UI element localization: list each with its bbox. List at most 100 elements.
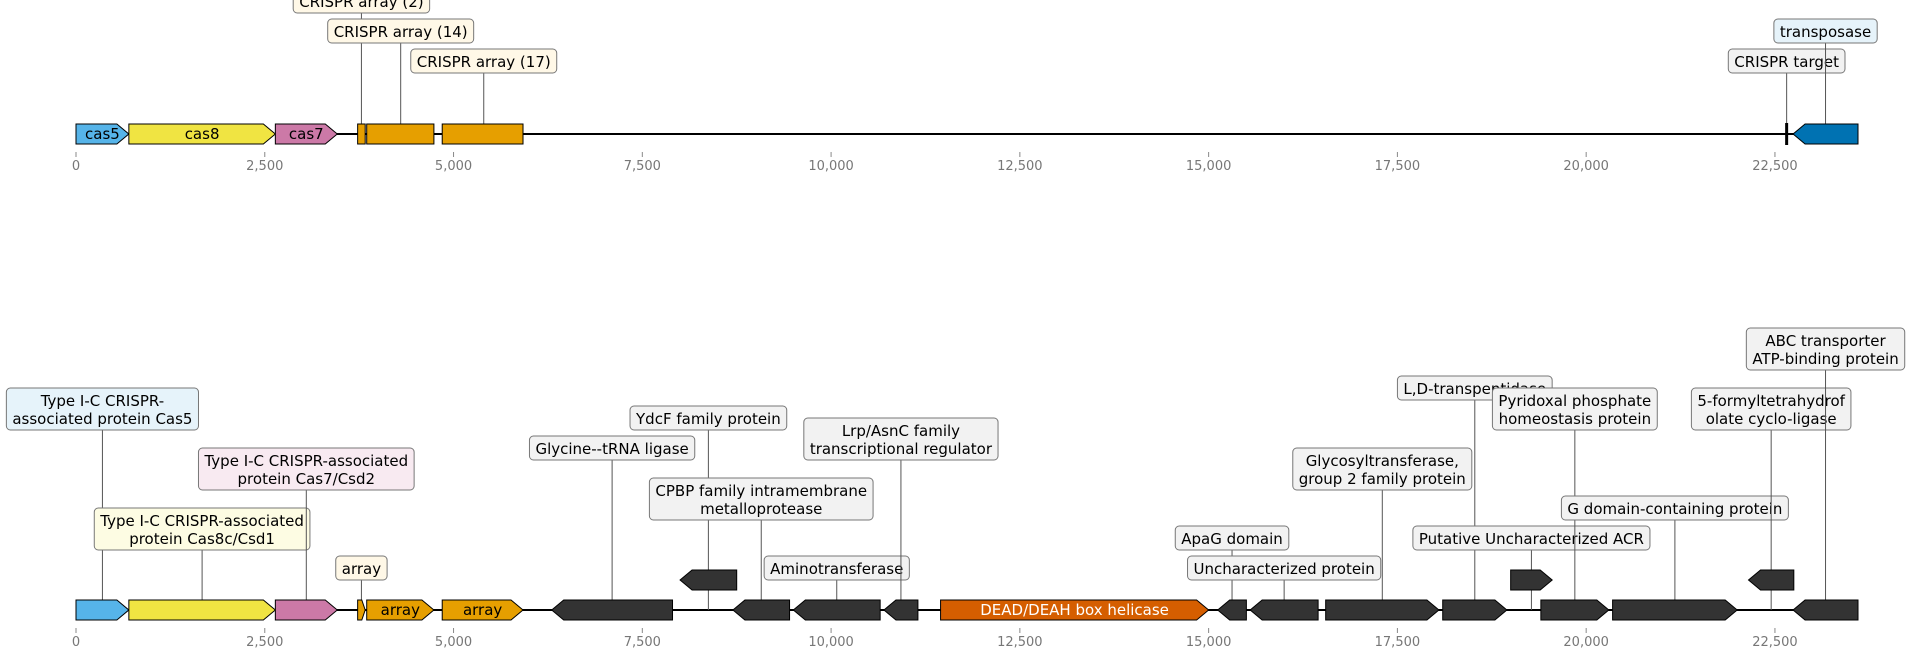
gene-arrow xyxy=(1442,599,1508,621)
label-box xyxy=(1690,387,1852,431)
label-text: YdcF family protein xyxy=(635,410,781,428)
label-box xyxy=(803,417,999,461)
gene-arrow xyxy=(1510,569,1553,591)
gene-abc-transporter xyxy=(1792,599,1859,621)
label-text: CRISPR array (14) xyxy=(334,23,468,41)
gene-cas5: cas5 xyxy=(75,123,130,145)
gene-arrow xyxy=(940,599,1210,621)
axis-tick-label: 17,500 xyxy=(1375,635,1421,650)
label-box xyxy=(1174,525,1290,551)
axis-tick-label: 15,000 xyxy=(1186,159,1232,174)
label-text: transposase xyxy=(1780,23,1871,41)
gene-annotation-label: YdcF family protein xyxy=(629,405,788,610)
label-text: Pyridoxal phosphate xyxy=(1498,392,1651,410)
label-text: metalloprotease xyxy=(700,500,822,518)
axis-tick-label: 2,500 xyxy=(246,635,283,650)
gene-annotation-label: Type I-C CRISPR-associated protein Cas5 xyxy=(5,387,199,610)
gene-arrow xyxy=(1792,123,1859,145)
gene-arrow xyxy=(1249,599,1319,621)
gene-arrow xyxy=(1325,599,1440,621)
gene-label: array xyxy=(381,601,420,619)
gene-label: cas5 xyxy=(85,125,120,143)
gene-array-1: array xyxy=(366,599,435,621)
label-box xyxy=(292,0,431,14)
label-box xyxy=(335,555,388,581)
label-text: CRISPR target xyxy=(1734,53,1839,71)
gene-arrow xyxy=(75,123,130,145)
gene-annotation-label: transposase xyxy=(1773,18,1878,134)
axis-tick-label: 20,000 xyxy=(1563,635,1609,650)
label-layer: Type I-C CRISPR-associated protein Cas5T… xyxy=(5,327,1906,610)
label-text: associated protein Cas5 xyxy=(12,410,192,428)
gene-cas7 xyxy=(274,599,339,621)
axis-tick-label: 7,500 xyxy=(624,159,661,174)
gene-annotation-label: ApaG domain xyxy=(1174,525,1290,610)
label-text: CPBP family intramembrane xyxy=(655,482,867,500)
gene-arrow xyxy=(357,123,366,145)
gene-arrow xyxy=(883,599,919,621)
gene-arrow xyxy=(441,599,524,621)
label-text: homeostasis protein xyxy=(1499,410,1651,428)
gene-array-small xyxy=(357,599,366,621)
label-text: Type I-C CRISPR-associated xyxy=(99,512,304,530)
gene-annotation-label: Putative Uncharacterized ACR xyxy=(1412,525,1651,610)
label-text: Aminotransferase xyxy=(770,560,903,578)
gene-arrow xyxy=(75,599,130,621)
label-text: group 2 family protein xyxy=(1299,470,1466,488)
gene-annotation-label: Uncharacterized protein xyxy=(1187,555,1382,610)
gene-dead-deah-helicase: DEAD/DEAH box helicase xyxy=(940,599,1210,621)
gene-annotation-label: CRISPR array (14) xyxy=(327,18,475,134)
gene-crispr-array-2 xyxy=(357,123,366,145)
gene-glycine-trna-ligase xyxy=(550,599,674,621)
label-text: Type I-C CRISPR-associated xyxy=(203,452,408,470)
axis-tick-label: 7,500 xyxy=(624,635,661,650)
gene-annotation-label: G domain-containing protein xyxy=(1560,495,1789,610)
gene-layer: array array DEAD/DEAH box helicase xyxy=(75,569,1859,621)
label-text: Uncharacterized protein xyxy=(1194,560,1375,578)
label-text: ApaG domain xyxy=(1181,530,1283,548)
axis-tick-label: 20,000 xyxy=(1563,159,1609,174)
gene-label: cas7 xyxy=(289,125,324,143)
gene-cas7: cas7 xyxy=(274,123,339,145)
gene-array-2: array xyxy=(441,599,524,621)
gene-arrow xyxy=(357,599,366,621)
gene-glycosyltransferase xyxy=(1325,599,1440,621)
label-box xyxy=(1491,387,1658,431)
gene-g-domain-containing xyxy=(1612,599,1738,621)
gene-cas8 xyxy=(128,599,277,621)
gene-layer: cas5 cas8 cas7 xyxy=(75,123,1859,145)
gene-arrow xyxy=(1612,599,1738,621)
label-box xyxy=(1727,48,1846,74)
gene-arrow xyxy=(441,123,524,145)
axis-tick-label: 17,500 xyxy=(1375,159,1421,174)
label-box xyxy=(410,48,558,74)
gene-apag-domain xyxy=(1216,599,1247,621)
axis-tick-label: 10,000 xyxy=(808,635,854,650)
gene-ydcf-family xyxy=(679,569,738,591)
label-box xyxy=(1773,18,1878,44)
label-box xyxy=(197,447,415,491)
label-box xyxy=(648,477,874,521)
gene-arrow xyxy=(128,123,277,145)
axis-tick-label: 12,500 xyxy=(997,159,1043,174)
label-text: CRISPR array (2) xyxy=(299,0,423,11)
gene-arrow xyxy=(274,123,339,145)
axis-tick-label: 12,500 xyxy=(997,635,1043,650)
label-text: Lrp/AsnC family xyxy=(842,422,960,440)
axis-tick-label: 15,000 xyxy=(1186,635,1232,650)
gene-transposase xyxy=(1792,123,1859,145)
gene-putative-uncharacterized-acr xyxy=(1510,569,1553,591)
label-box xyxy=(327,18,475,44)
gene-annotation-label: Glycosyltransferase,group 2 family prote… xyxy=(1292,447,1473,610)
label-text: CRISPR array (17) xyxy=(417,53,551,71)
label-text: protein Cas7/Csd2 xyxy=(238,470,376,488)
axis-tick-label: 22,500 xyxy=(1752,635,1798,650)
gene-cpbp-metalloprotease xyxy=(732,599,791,621)
gene-cas8: cas8 xyxy=(128,123,277,145)
